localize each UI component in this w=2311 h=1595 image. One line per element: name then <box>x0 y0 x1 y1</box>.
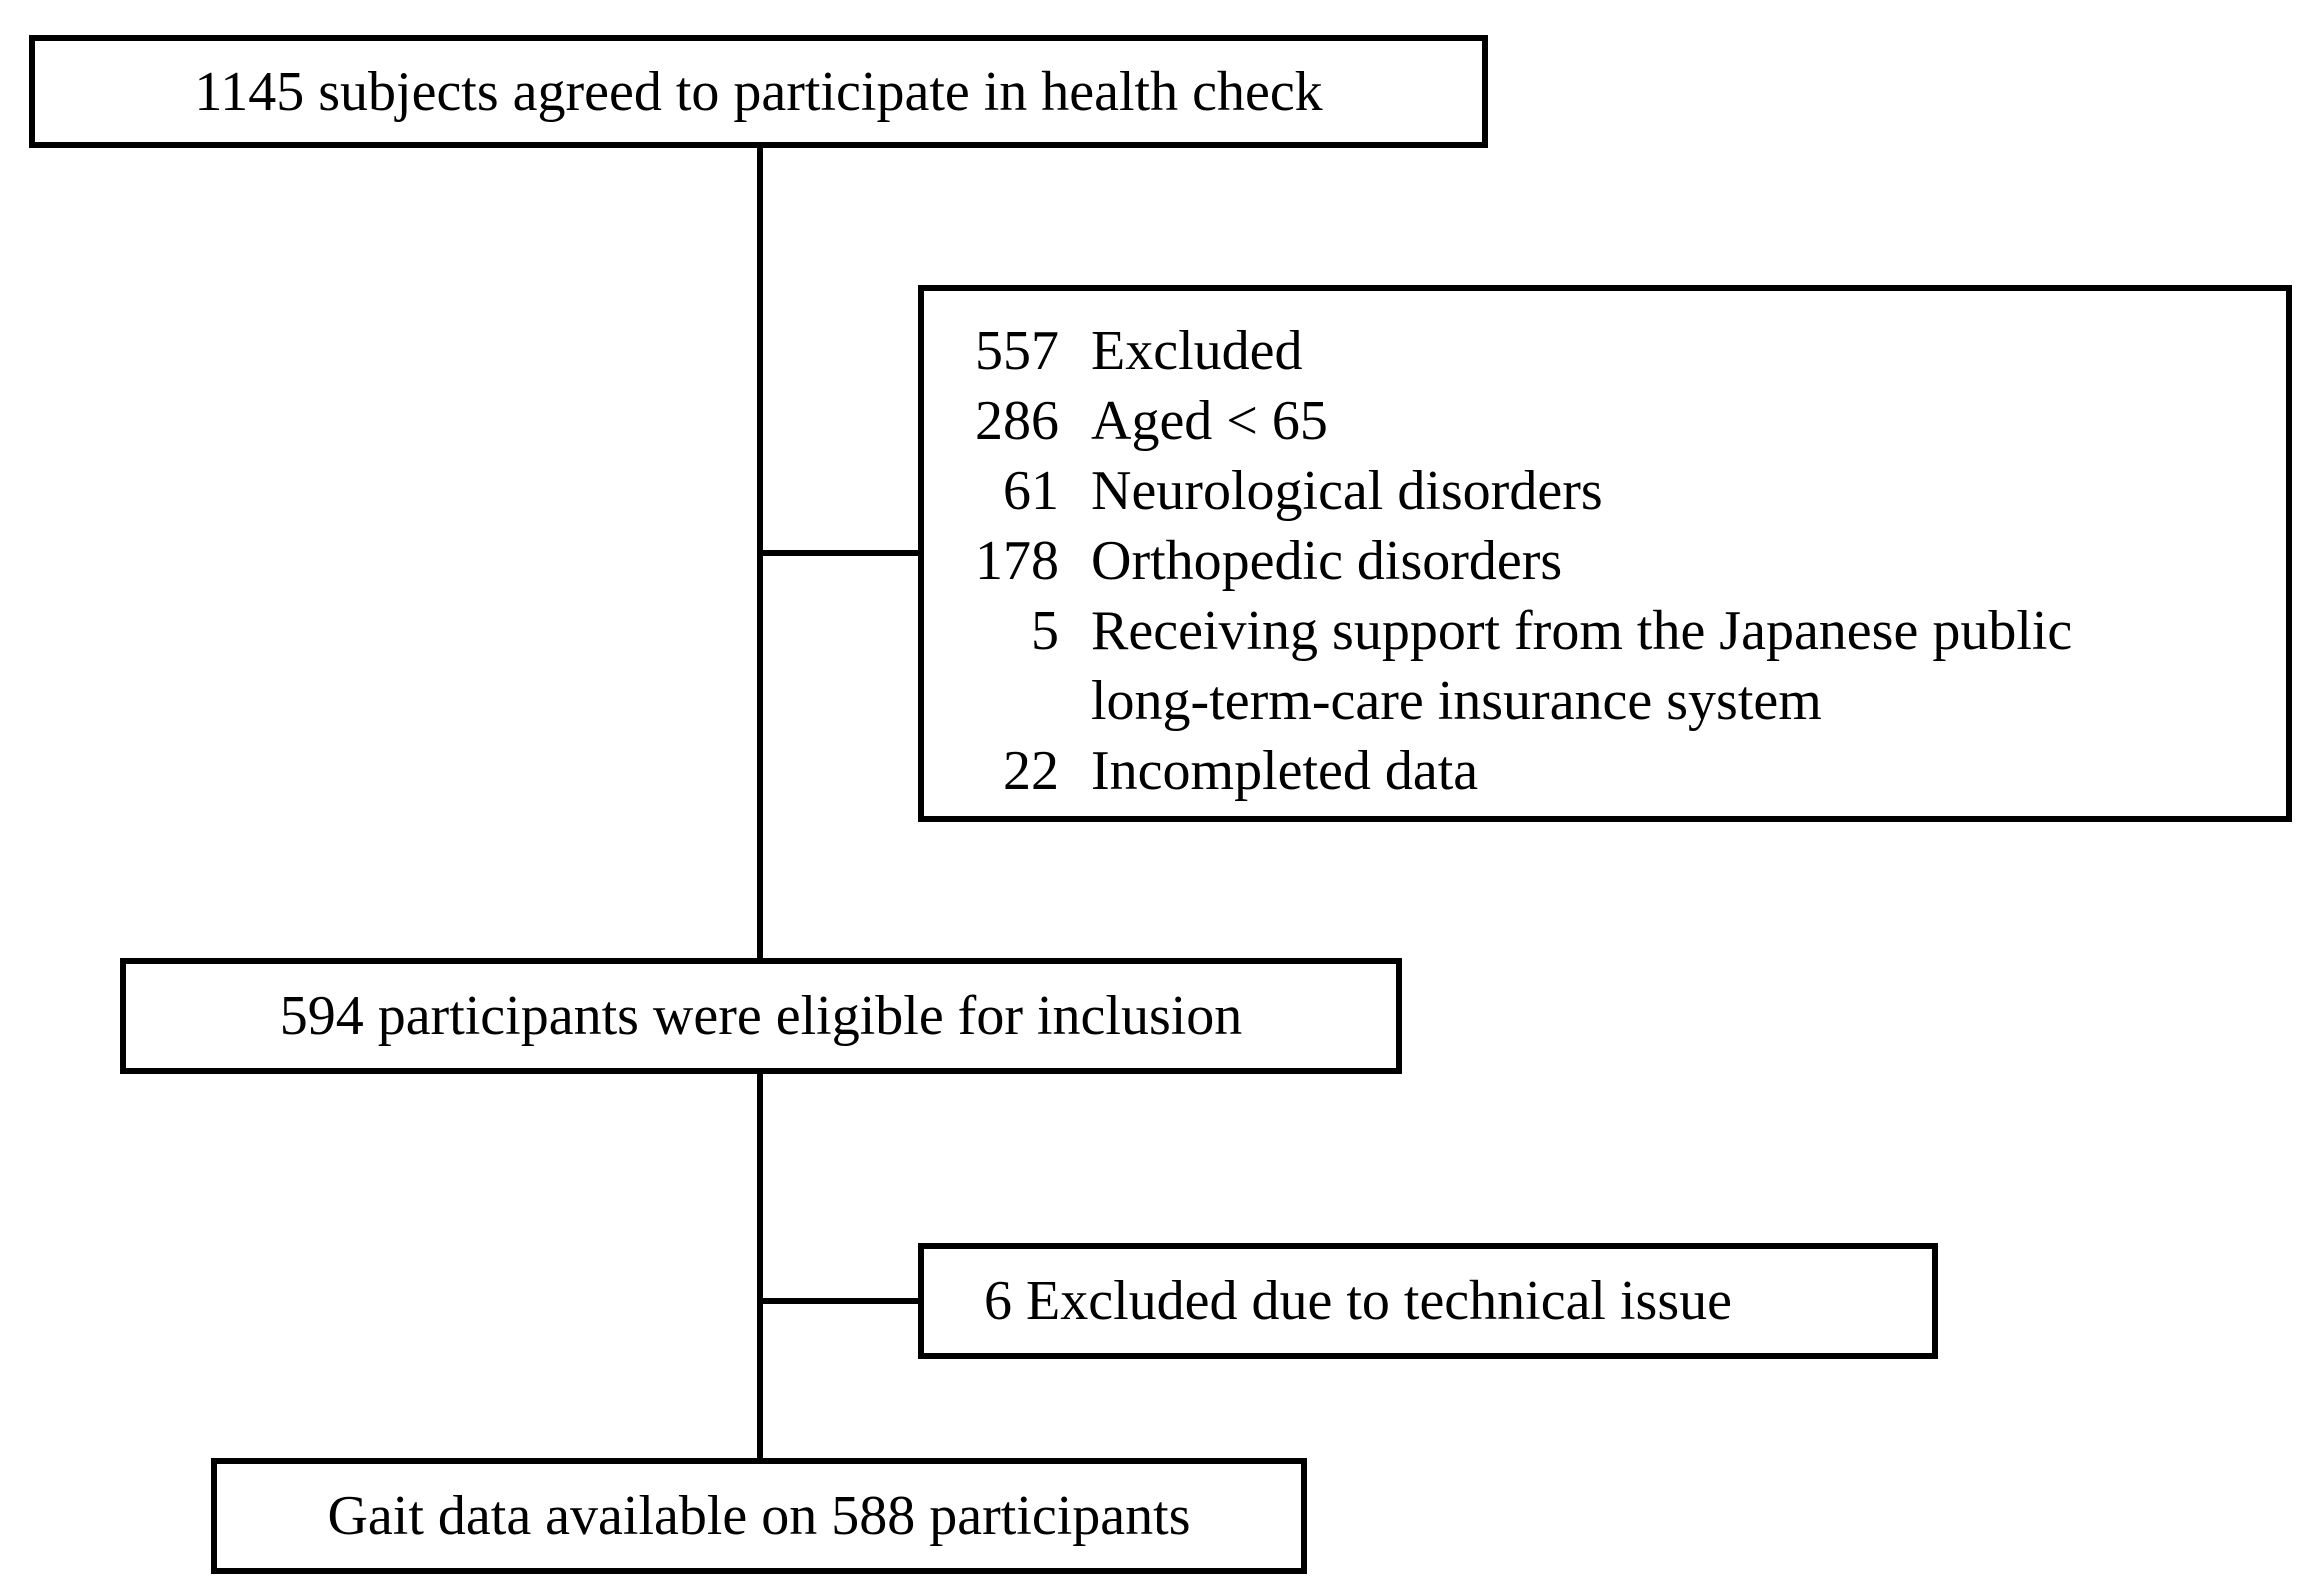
exclusion-label: Orthopedic disorders <box>1091 530 1563 592</box>
exclusion-row-orthopedic: 178 Orthopedic disorders <box>924 526 2286 596</box>
exclusion-row-age: 286 Aged < 65 <box>924 386 2286 456</box>
main-vertical-connector-lower <box>757 1071 763 1461</box>
branch-connector-excluded <box>760 550 920 556</box>
eligible-text: 594 participants were eligible for inclu… <box>279 985 1243 1047</box>
exclusion-count: 286 <box>975 390 1059 452</box>
exclusion-row-incomplete-data: 22 Incompleted data <box>924 736 2286 806</box>
eligible-box: 594 participants were eligible for inclu… <box>120 958 1402 1074</box>
exclusion-row-total: 557 Excluded <box>924 316 2286 386</box>
exclusion-row-ltc-insurance: 5 Receiving support from the Japanese pu… <box>924 596 2286 736</box>
exclusion-row-neurological: 61 Neurological disorders <box>924 456 2286 526</box>
exclusion-label: Aged < 65 <box>1091 390 1328 452</box>
exclusion-label: Incompleted data <box>1091 740 1479 802</box>
enrolled-box: 1145 subjects agreed to participate in h… <box>29 35 1488 148</box>
exclusion-label: Receiving support from the Japanese publ… <box>1091 600 2073 732</box>
branch-connector-technical <box>760 1298 920 1304</box>
enrolled-text: 1145 subjects agreed to participate in h… <box>194 60 1323 123</box>
exclusion-label: Excluded <box>1091 320 1303 382</box>
exclusion-count: 61 <box>1003 460 1059 522</box>
final-sample-text: Gait data available on 588 participants <box>327 1485 1191 1547</box>
exclusion-count: 178 <box>975 530 1059 592</box>
final-sample-box: Gait data available on 588 participants <box>211 1458 1307 1574</box>
technical-exclusion-text: 6 Excluded due to technical issue <box>984 1270 1732 1332</box>
exclusion-criteria-box: 557 Excluded 286 Aged < 65 61 Neurologic… <box>918 285 2292 822</box>
technical-exclusion-box: 6 Excluded due to technical issue <box>918 1243 1938 1359</box>
exclusion-count: 22 <box>1003 740 1059 802</box>
exclusion-label: Neurological disorders <box>1091 460 1603 522</box>
exclusion-count: 5 <box>1031 600 1059 662</box>
exclusion-count: 557 <box>975 320 1059 382</box>
